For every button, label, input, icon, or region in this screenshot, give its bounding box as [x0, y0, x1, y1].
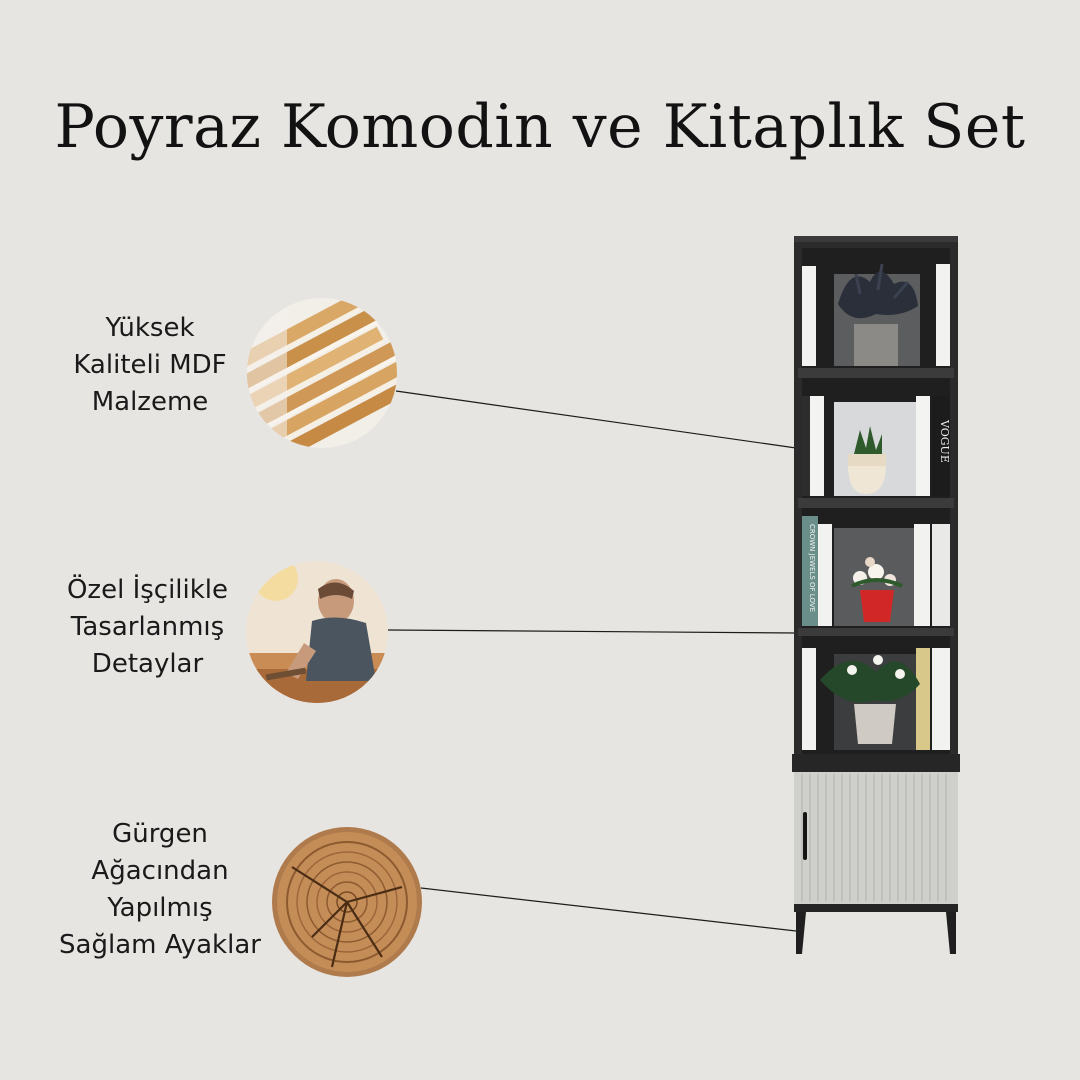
book-spine-vogue: VOGUE: [938, 419, 951, 463]
mdf-boards-photo-icon: [247, 298, 397, 448]
connector-line-mdf: [395, 390, 797, 449]
feature-label-mdf: Yüksek Kaliteli MDF Malzeme: [73, 313, 227, 417]
craftsman-photo-icon: [246, 561, 388, 703]
wood-log-photo-icon: [272, 827, 422, 977]
feature-label-legs: Gürgen Ağacından Yapılmış Sağlam Ayaklar: [59, 819, 261, 960]
page-title: Poyraz Komodin ve Kitaplık Set: [54, 92, 1026, 162]
book-spine-crown-jewels: CROWN JEWELS OF LOVE: [808, 524, 816, 612]
connector-line-craft: [387, 629, 797, 634]
feature-label-craft: Özel İşçilikle Tasarlanmış Detaylar: [66, 575, 229, 679]
connector-line-legs: [420, 887, 797, 932]
bookshelf-cabinet-photo-icon: VOGUE CROWN JEWELS OF LOVE: [792, 236, 960, 954]
